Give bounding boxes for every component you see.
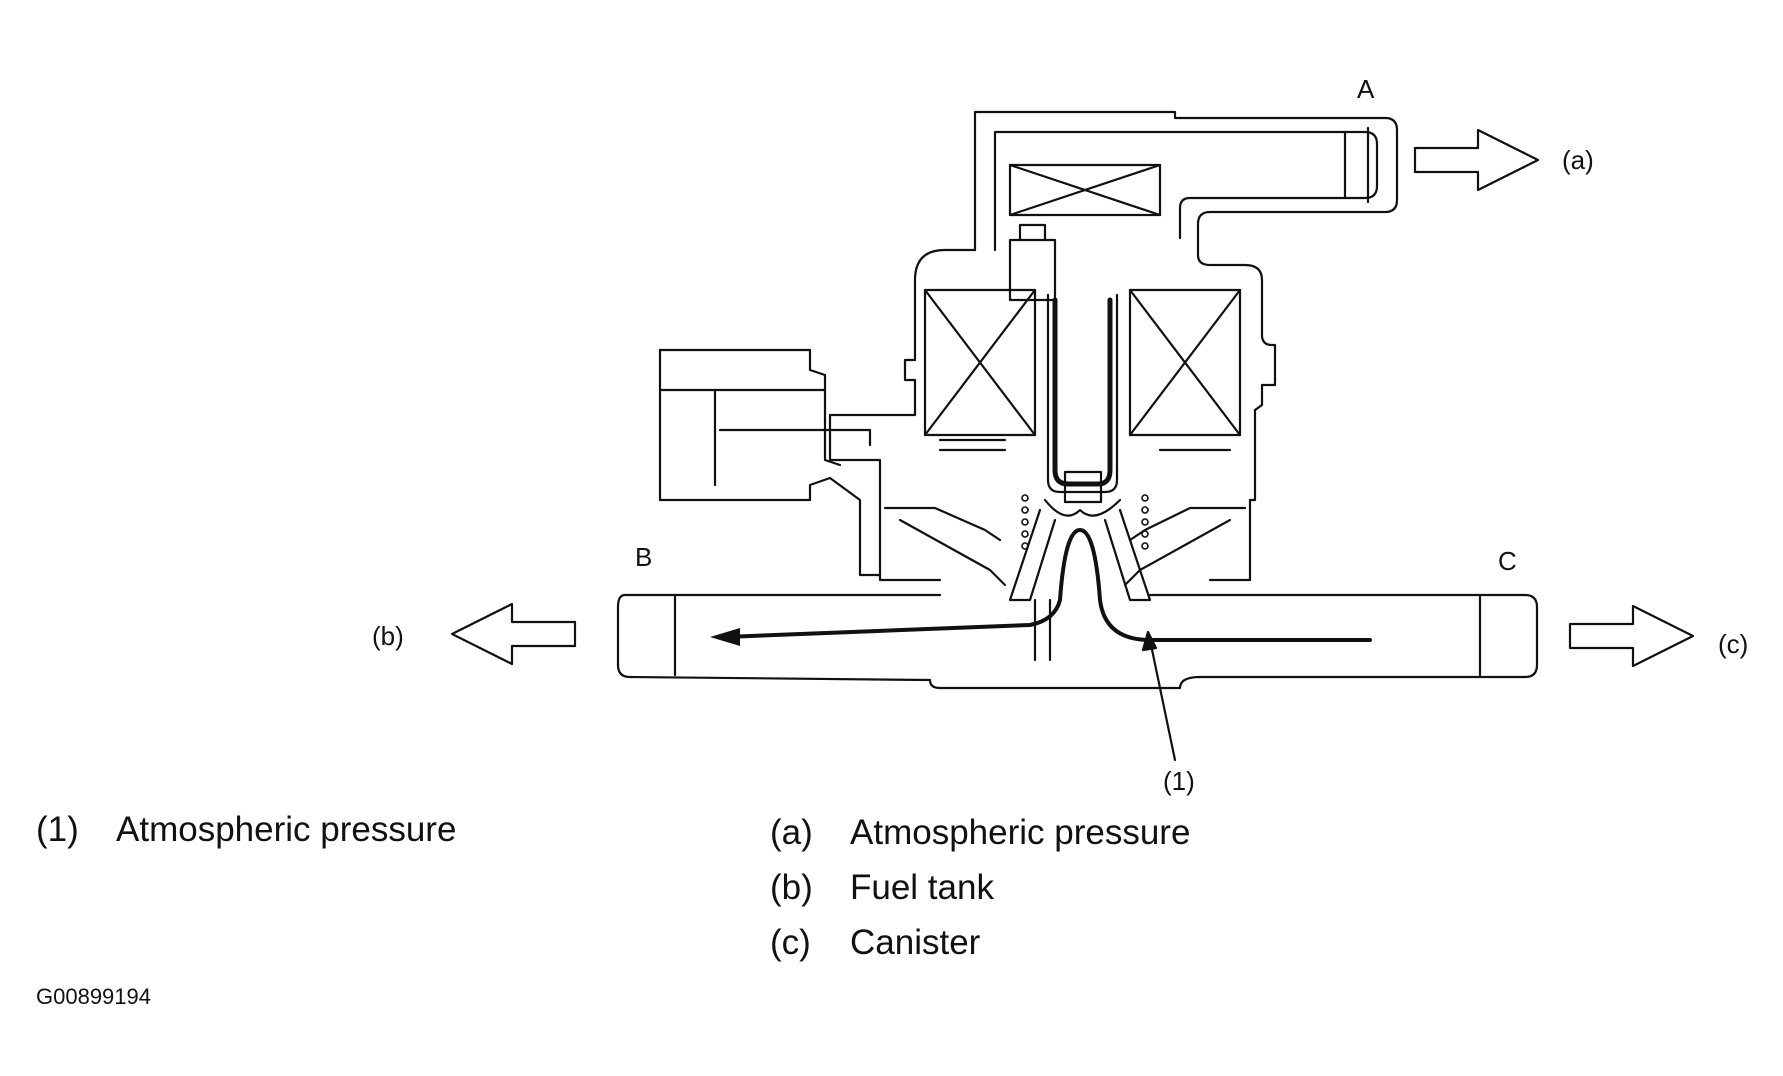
electrical-connector <box>658 348 882 577</box>
legend-right-item-b: (b) Fuel tank <box>770 870 994 905</box>
legend-key: (1) <box>36 810 79 849</box>
flow-b-label: (b) <box>372 621 404 651</box>
arrow-b-icon <box>450 602 577 666</box>
legend-right-item-a: (a) Atmospheric pressure <box>770 815 1190 850</box>
legend-text: Atmospheric pressure <box>850 813 1191 852</box>
legend-text: Canister <box>850 923 981 962</box>
figure-id: G00899194 <box>36 984 151 1009</box>
arrow-a-icon <box>1413 128 1540 192</box>
flow-arrowhead <box>710 628 740 646</box>
diaphragm-chamber <box>878 476 1252 602</box>
main-housing <box>828 223 1257 504</box>
legend-key: (b) <box>770 868 813 907</box>
flow-a-label: (a) <box>1562 145 1594 175</box>
arrow-c-icon <box>1568 604 1695 668</box>
spring-coils <box>1021 494 1149 550</box>
port-a-label: A <box>1357 74 1375 104</box>
callout-1-label: (1) <box>1163 766 1195 796</box>
lower-pipe <box>616 593 1539 690</box>
legend-key: (a) <box>770 813 813 852</box>
upper-coil <box>1008 163 1162 217</box>
legend-right-item-c: (c) Canister <box>770 925 980 960</box>
legend-left-item-1: (1) Atmospheric pressure <box>36 812 456 847</box>
flow-path <box>723 528 1372 642</box>
upper-housing <box>973 110 1399 412</box>
flow-c-label: (c) <box>1718 629 1748 659</box>
legend-text: Atmospheric pressure <box>116 810 457 849</box>
callout-1-leader <box>1141 630 1177 762</box>
port-c-label: C <box>1498 546 1517 576</box>
port-b-label: B <box>635 542 652 572</box>
legend-text: Fuel tank <box>850 868 994 907</box>
legend-key: (c) <box>770 923 811 962</box>
